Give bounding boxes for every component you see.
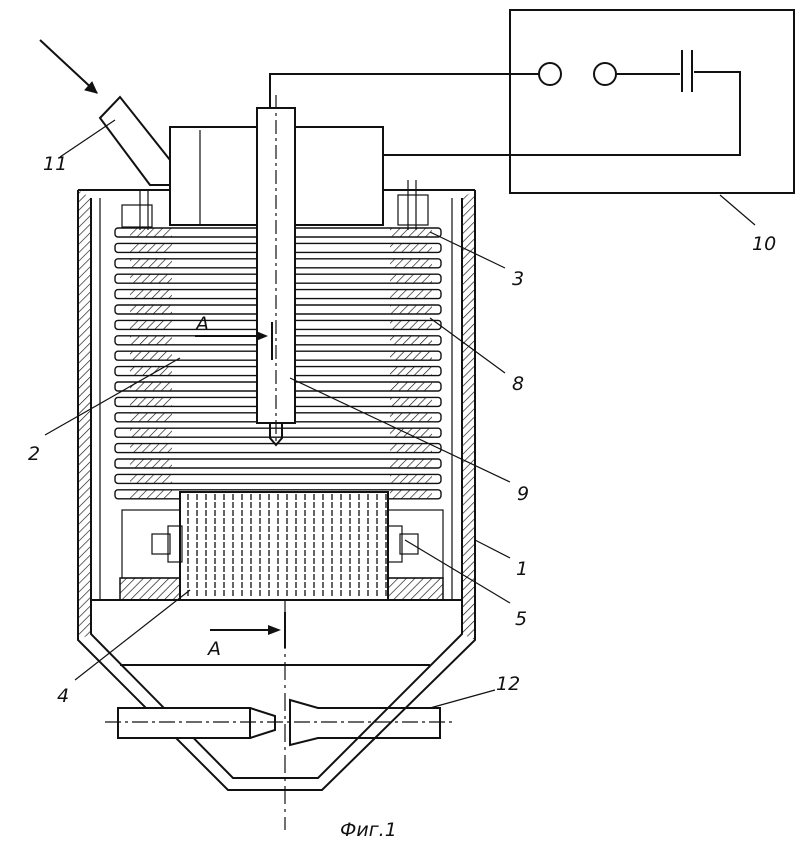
plate-hatch bbox=[390, 474, 432, 483]
plate-hatch bbox=[130, 290, 172, 299]
plate-hatch bbox=[130, 259, 172, 268]
plate-hatch bbox=[390, 228, 432, 237]
plate-hatch bbox=[390, 320, 432, 329]
plate-hatch bbox=[390, 382, 432, 391]
plate-hatch bbox=[130, 474, 172, 483]
filter-bundle bbox=[180, 492, 388, 600]
label-11: 11 bbox=[43, 153, 67, 175]
section-label-bottom: A bbox=[206, 638, 221, 660]
plate-hatch bbox=[130, 428, 172, 437]
plate-hatch bbox=[390, 444, 432, 453]
plate-hatch bbox=[390, 367, 432, 376]
plate-hatch bbox=[390, 490, 432, 499]
label-1: 1 bbox=[516, 558, 528, 580]
plate-hatch bbox=[390, 397, 432, 406]
plate-hatch bbox=[130, 228, 172, 237]
plate-hatch bbox=[130, 413, 172, 422]
nozzles bbox=[105, 700, 455, 745]
plate-hatch bbox=[130, 305, 172, 314]
section-label-top: A bbox=[194, 313, 209, 335]
plate-hatch bbox=[390, 290, 432, 299]
label-2: 2 bbox=[28, 443, 40, 465]
label-5: 5 bbox=[515, 608, 527, 630]
label-3: 3 bbox=[512, 268, 524, 290]
plate-hatch bbox=[390, 336, 432, 345]
plate-hatch bbox=[130, 397, 172, 406]
label-8: 8 bbox=[512, 373, 524, 395]
plate-hatch bbox=[130, 351, 172, 360]
plate-hatch bbox=[390, 305, 432, 314]
plate-hatch bbox=[390, 351, 432, 360]
plate-hatch bbox=[130, 336, 172, 345]
label-12: 12 bbox=[496, 673, 520, 695]
plate-hatch bbox=[130, 243, 172, 252]
plate-hatch bbox=[130, 274, 172, 283]
label-4: 4 bbox=[57, 685, 69, 707]
label-9: 9 bbox=[517, 483, 529, 505]
label-10: 10 bbox=[752, 233, 776, 255]
plate-hatch bbox=[130, 444, 172, 453]
plate-hatch bbox=[130, 490, 172, 499]
plate-hatch bbox=[130, 320, 172, 329]
plate-hatch bbox=[390, 413, 432, 422]
plate-hatch bbox=[130, 459, 172, 468]
plate-hatch bbox=[390, 243, 432, 252]
plate-hatch bbox=[390, 459, 432, 468]
figure-caption: Фиг.1 bbox=[340, 819, 397, 841]
plate-hatch bbox=[390, 274, 432, 283]
electrode bbox=[257, 95, 295, 445]
plate-hatch bbox=[390, 259, 432, 268]
